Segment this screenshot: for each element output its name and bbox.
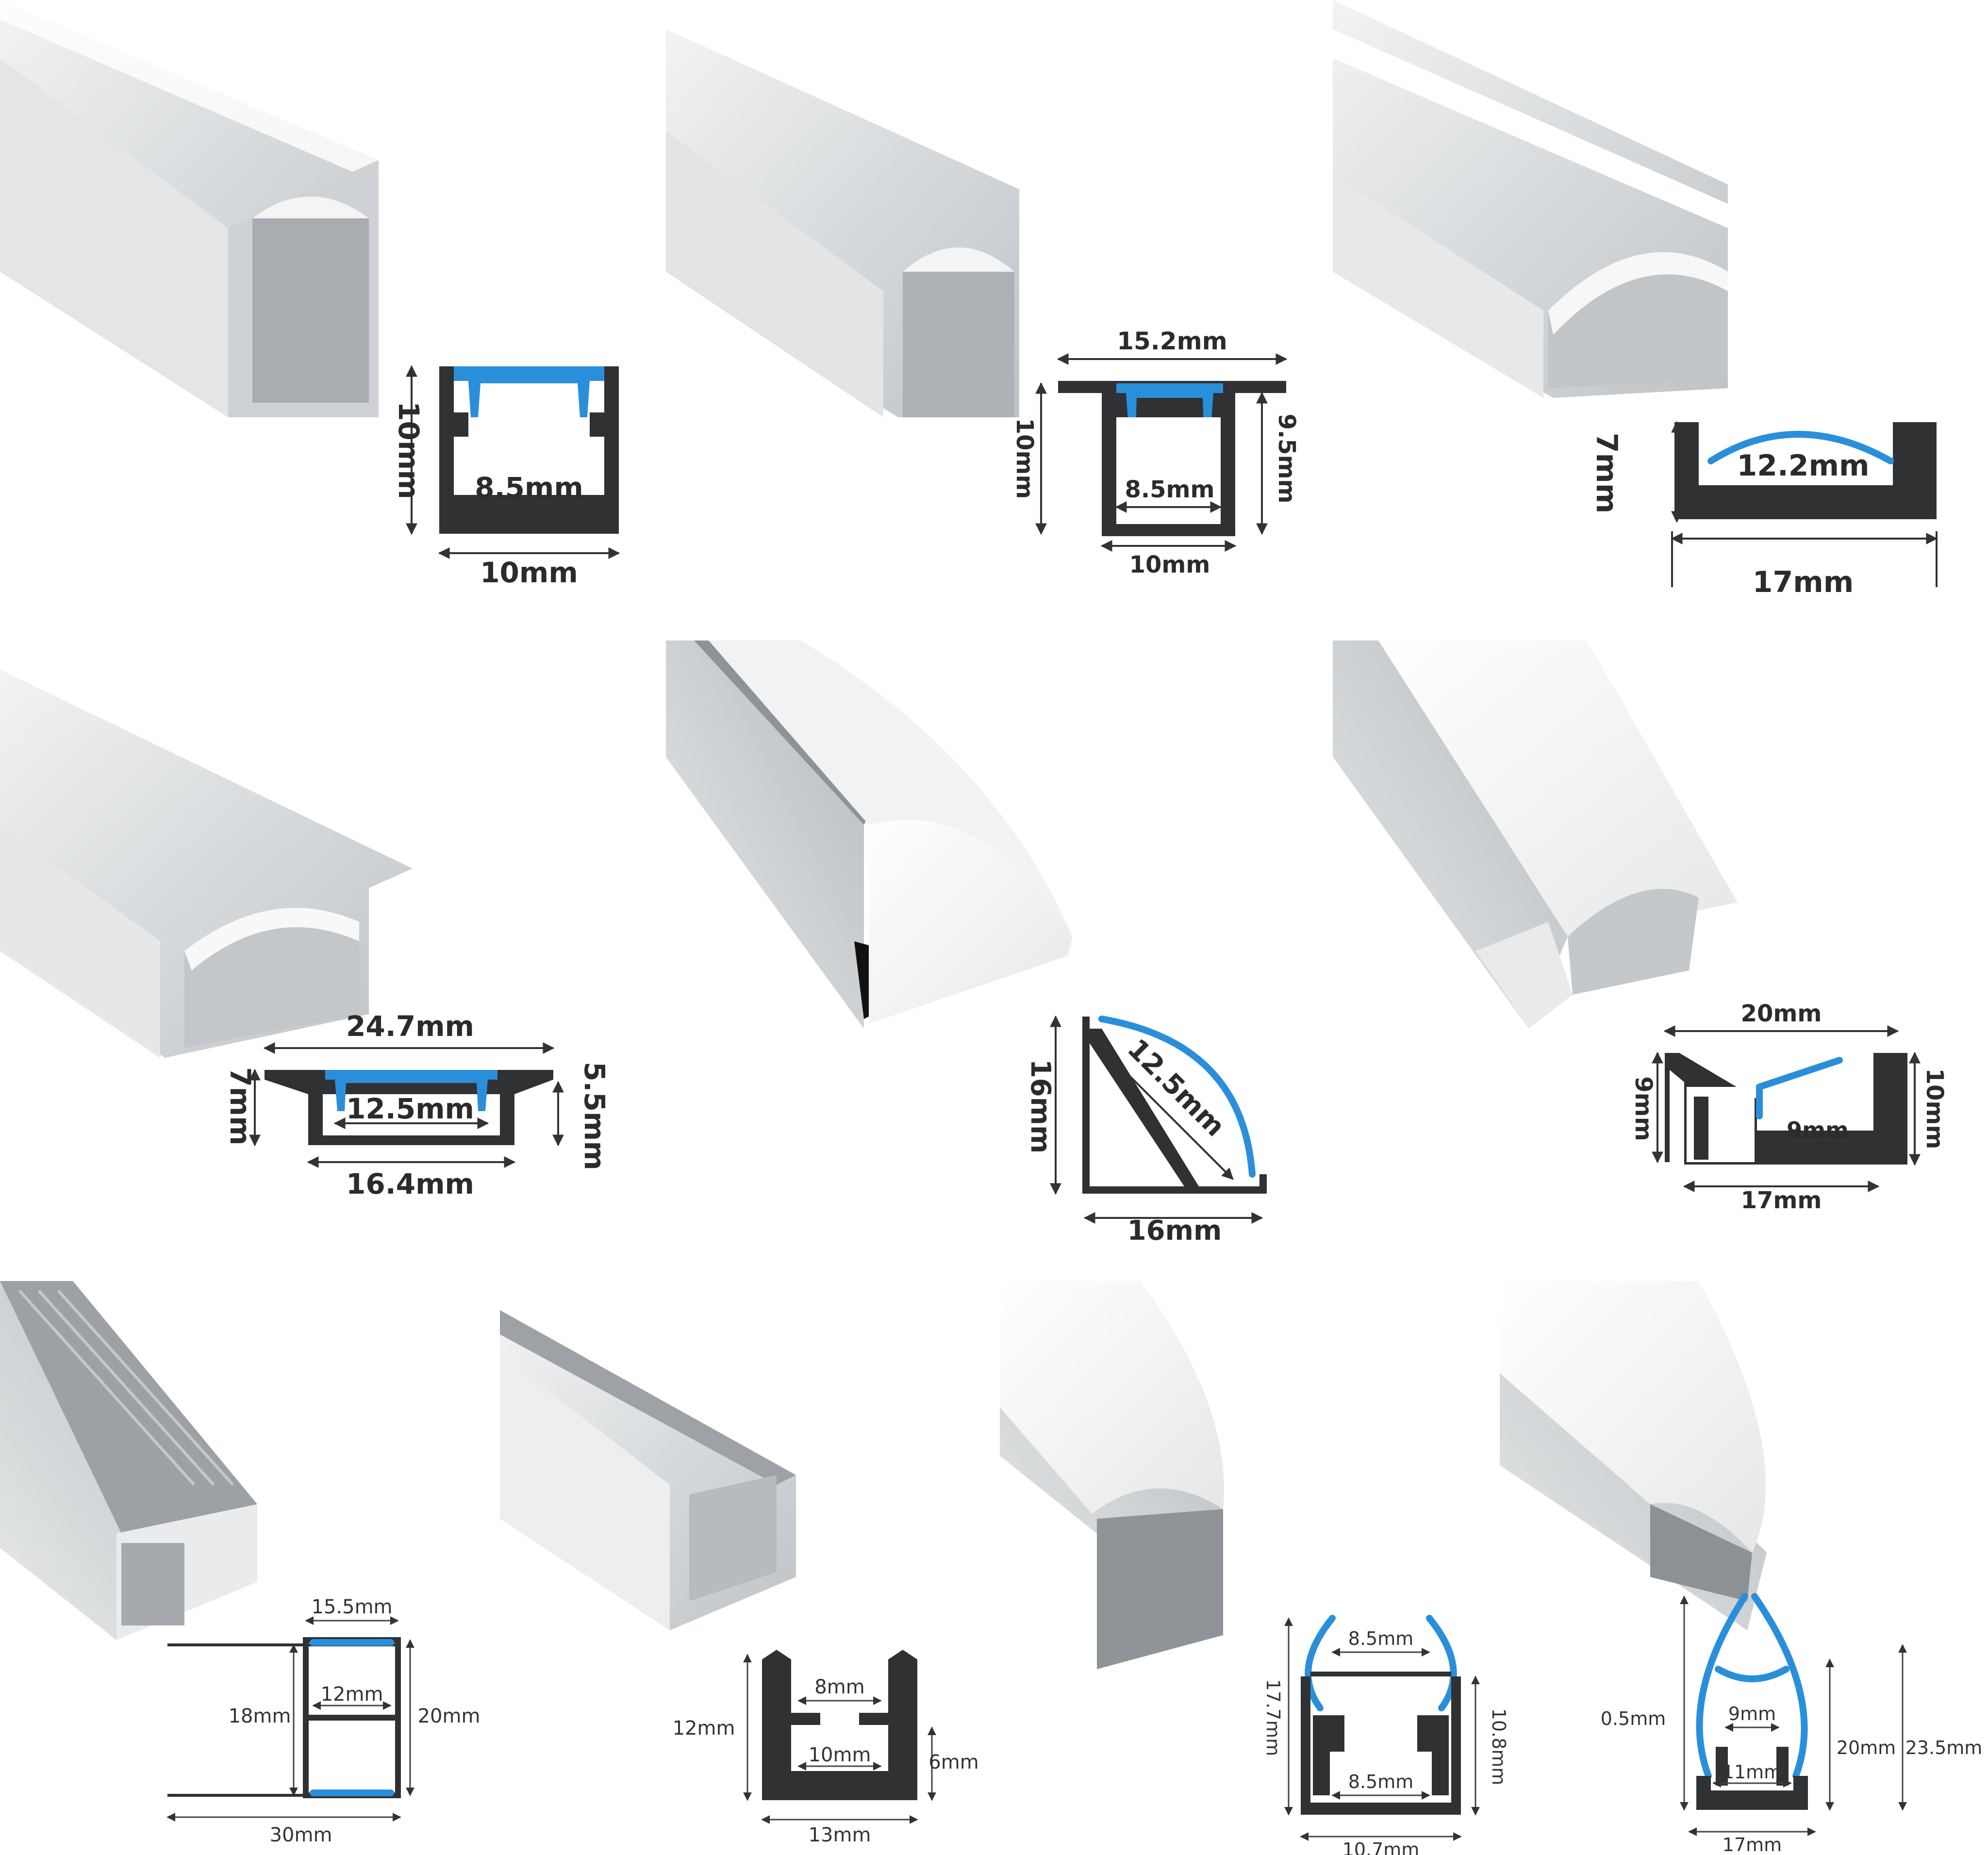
dim-p10-height-right: 23.5mm <box>1905 1737 1983 1758</box>
dim-p7-top: 15.5mm <box>312 1596 393 1618</box>
dim-p8-upper: 8mm <box>814 1676 864 1698</box>
cross-section-2: 15.2mm 8.5mm 10mm 10mm 9.5mm <box>1011 327 1300 578</box>
dim-p3-bottom: 17mm <box>1753 565 1854 599</box>
profile-photo-9 <box>1000 1281 1224 1669</box>
dim-p9-inner: 8.5mm <box>1348 1771 1413 1792</box>
dim-p5-height: 16mm <box>1025 1059 1056 1154</box>
panel-10: 9mm 11mm 0.5mm 20mm 23.5mm 17mm <box>1500 1281 1982 1855</box>
profile-photo-2 <box>666 0 1048 417</box>
dim-p9-height-right: 10.8mm <box>1488 1708 1509 1786</box>
dim-p7-height-right: 20mm <box>418 1705 480 1727</box>
dim-p4-top: 24.7mm <box>346 1010 474 1043</box>
profile-photo-4 <box>0 640 413 1058</box>
dim-p8-inner: 10mm <box>809 1744 871 1766</box>
panel-3: 12.2mm 17mm 7mm <box>1333 0 1938 599</box>
panel-4: 24.7mm 12.5mm 16.4mm 7mm 5.5mm <box>0 640 611 1200</box>
dim-p10-height-left: 0.5mm <box>1601 1708 1666 1729</box>
dim-p6-height-left: 9mm <box>1630 1076 1657 1141</box>
cross-section-8: 8mm 10mm 12mm 6mm 13mm <box>673 1650 979 1846</box>
cross-section-3: 12.2mm 17mm 7mm <box>1590 421 1938 599</box>
dim-p10-upper: 9mm <box>1728 1703 1776 1724</box>
dim-p6-top: 20mm <box>1741 1000 1822 1027</box>
dim-p3-height: 7mm <box>1590 433 1624 514</box>
dim-p6-inner: 9mm <box>1787 1117 1849 1143</box>
panel-6: 20mm 9mm 17mm 9mm 10mm <box>1333 640 1948 1214</box>
dim-p9-top: 8.5mm <box>1348 1628 1413 1649</box>
dim-p1-bottom: 10mm <box>480 556 578 589</box>
dim-p6-height-right: 10mm <box>1921 1068 1948 1149</box>
profile-photo-10 <box>1500 1281 1767 1630</box>
panel-2: 15.2mm 8.5mm 10mm 10mm 9.5mm <box>666 0 1300 578</box>
dim-p1-height: 10mm <box>392 401 425 499</box>
dim-p10-bottom: 17mm <box>1723 1834 1782 1855</box>
dim-p6-bottom: 17mm <box>1741 1187 1822 1214</box>
dim-p7-height-left: 18mm <box>229 1705 291 1727</box>
dim-p8-height-right: 6mm <box>928 1751 978 1773</box>
dim-p7-inner: 12mm <box>321 1683 383 1706</box>
dim-p9-bottom: 10.7mm <box>1342 1839 1420 1855</box>
dim-p2-top: 15.2mm <box>1117 327 1227 355</box>
cross-section-10: 9mm 11mm 0.5mm 20mm 23.5mm 17mm <box>1601 1593 1983 1855</box>
dim-p3-inner: 12.2mm <box>1737 449 1869 483</box>
dim-p4-height-left: 7mm <box>224 1067 257 1145</box>
profile-photo-1 <box>0 0 379 417</box>
dim-p2-height-right: 9.5mm <box>1273 413 1300 503</box>
dim-p1-inner: 8.5mm <box>475 471 583 504</box>
profile-photo-5 <box>666 640 1073 1029</box>
dim-p8-height-left: 12mm <box>673 1717 735 1740</box>
dim-p2-inner: 8.5mm <box>1125 476 1214 503</box>
panel-8: 8mm 10mm 12mm 6mm 13mm <box>500 1310 979 1846</box>
profile-photo-8 <box>500 1310 796 1630</box>
dim-p10-height-mid: 20mm <box>1837 1737 1896 1758</box>
profile-photo-3 <box>1333 0 1728 398</box>
panel-7: 15.5mm 12mm 18mm 20mm 30mm <box>0 1281 480 1846</box>
cross-section-6: 20mm 9mm 17mm 9mm 10mm <box>1630 1000 1948 1214</box>
panel-5: 12.5mm 16mm 16mm <box>666 640 1267 1247</box>
dim-p4-inner: 12.5mm <box>346 1092 474 1125</box>
dim-p5-bottom: 16mm <box>1127 1215 1222 1247</box>
cross-section-9: 8.5mm 8.5mm 10.7mm 17.7mm 10.8mm <box>1262 1615 1509 1855</box>
dim-p8-bottom: 13mm <box>809 1824 871 1846</box>
cross-section-5: 12.5mm 16mm 16mm <box>1025 1015 1267 1247</box>
dim-p7-bottom: 30mm <box>270 1824 332 1846</box>
dim-p10-inner: 11mm <box>1723 1761 1782 1783</box>
profile-photo-7 <box>0 1281 257 1640</box>
dim-p2-height-left: 10mm <box>1011 418 1038 499</box>
panel-1: 8.5mm 10mm 10mm <box>0 0 620 589</box>
dim-p2-bottom: 10mm <box>1129 551 1210 578</box>
profile-photo-6 <box>1333 640 1738 1029</box>
cross-section-4: 24.7mm 12.5mm 16.4mm 7mm 5.5mm <box>224 1010 611 1200</box>
dim-p4-bottom: 16.4mm <box>346 1167 474 1200</box>
cross-section-7: 15.5mm 12mm 18mm 20mm 30mm <box>166 1596 480 1846</box>
dim-p9-height-left: 17.7mm <box>1262 1679 1284 1757</box>
cross-section-1: 8.5mm 10mm 10mm <box>392 365 620 589</box>
panel-9: 8.5mm 8.5mm 10.7mm 17.7mm 10.8mm <box>1000 1281 1509 1855</box>
dim-p4-height-right: 5.5mm <box>578 1062 611 1170</box>
